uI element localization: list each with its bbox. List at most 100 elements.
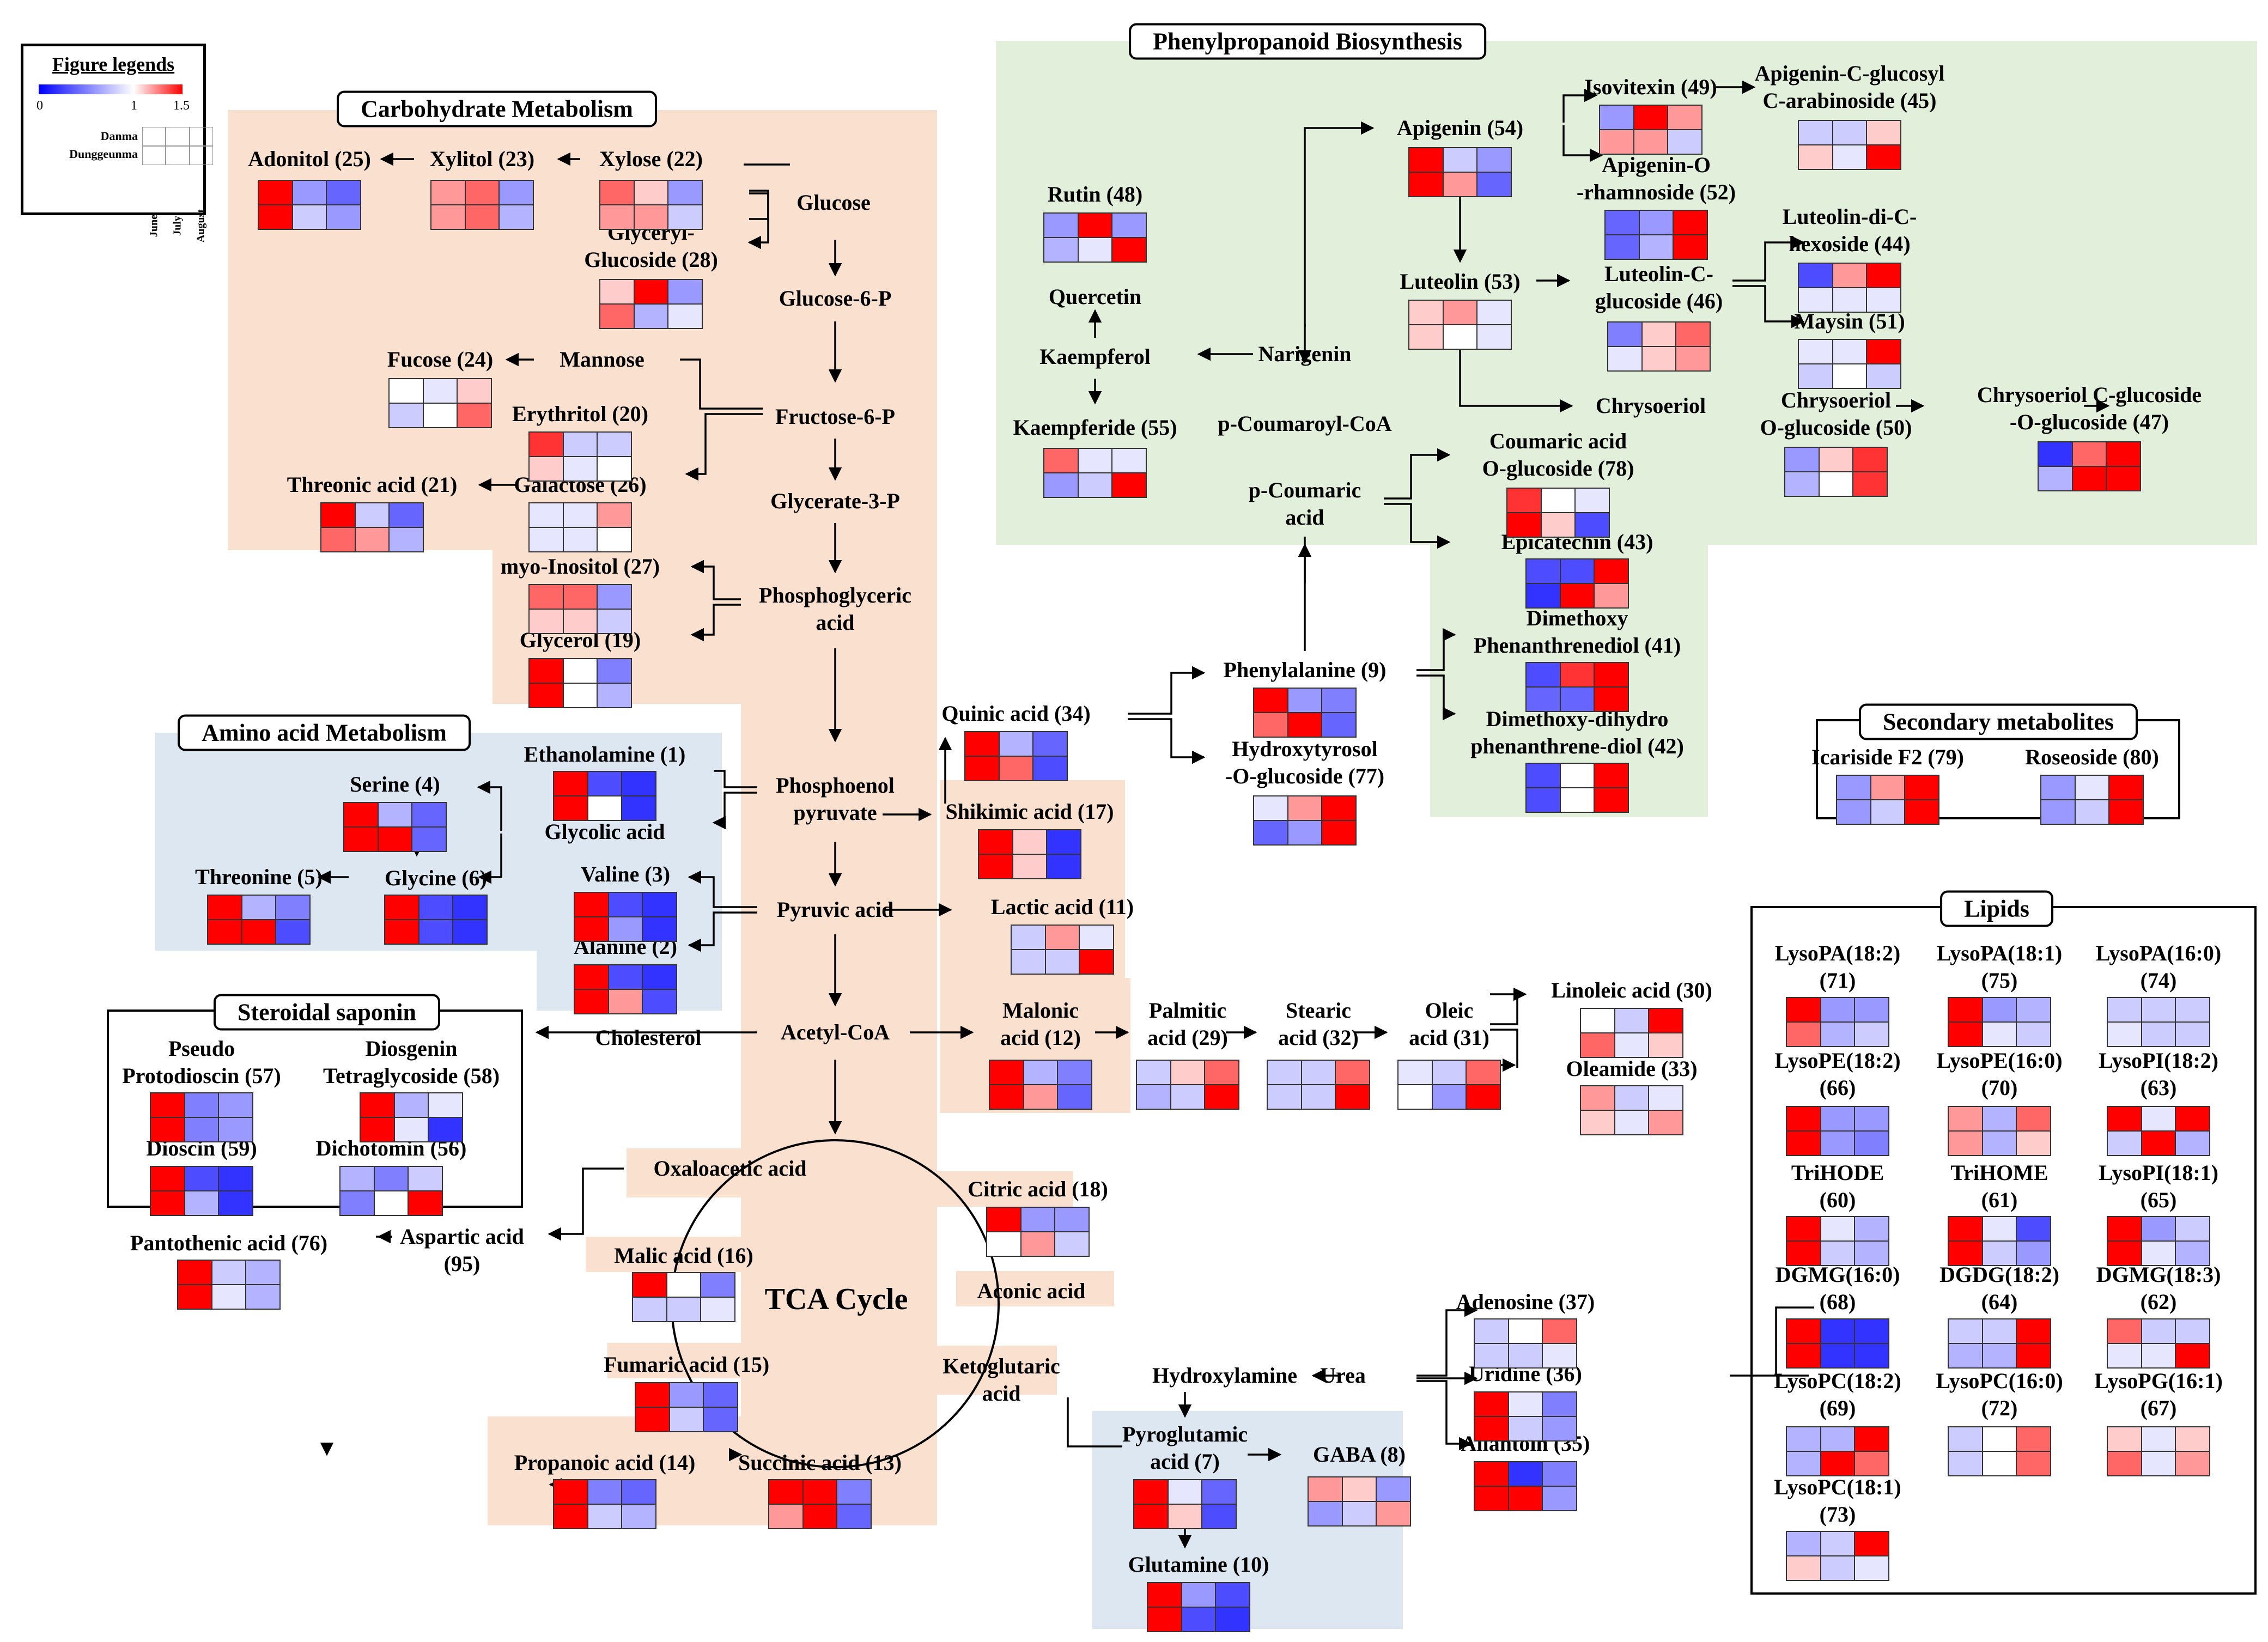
- heatmap-cell: [1855, 1532, 1888, 1555]
- heatmap-cell: [1821, 1344, 1854, 1367]
- heatmap-cell: [1595, 663, 1628, 686]
- heatmap-cell: [1254, 796, 1287, 820]
- heatmap-cell: [1855, 1344, 1888, 1367]
- heatmap-cell: [1821, 1532, 1854, 1555]
- heatmap-cell: [2017, 998, 2050, 1021]
- heatmap-dimethoxy: [1525, 662, 1629, 712]
- heatmap-cell: [1560, 688, 1594, 711]
- metabolite-label-icariside: Icariside F2 (79): [1811, 745, 1964, 769]
- heatmap-lysope160: [1948, 1106, 2051, 1156]
- heatmap-cell: [1833, 145, 1866, 169]
- heatmap-maysin: [1798, 339, 1901, 389]
- heatmap-cell: [431, 205, 465, 229]
- heatmap-cell: [1560, 584, 1594, 607]
- heatmap-cell: [1012, 926, 1045, 949]
- metabolite-label-chrysoeriol: Chrysoeriol: [1595, 393, 1706, 418]
- metabolite-label-pantothenic: Pantothenic acid (76): [130, 1231, 328, 1255]
- heatmap-cell: [259, 181, 292, 204]
- heatmap-cell: [1409, 148, 1443, 172]
- heatmap-cell: [563, 433, 597, 456]
- heatmap-cell: [600, 305, 634, 328]
- heatmap-cell: [1833, 288, 1866, 312]
- heatmap-lysopc182: [1786, 1426, 1889, 1476]
- heatmap-cell: [2176, 998, 2209, 1021]
- heatmap-cell: [1024, 1061, 1057, 1084]
- heatmap-cell: [208, 896, 241, 919]
- heatmap-cell: [1202, 1505, 1236, 1528]
- heatmap-cell: [1855, 1319, 1888, 1343]
- tca-cycle-label: TCA Cycle: [764, 1282, 908, 1316]
- heatmap-phenylalanine: [1253, 688, 1357, 738]
- heatmap-cell: [1134, 1505, 1168, 1528]
- metabolite-label-mannose: Mannose: [560, 347, 644, 372]
- heatmap-cell: [769, 1480, 802, 1504]
- heatmap-palmitic: [1136, 1060, 1239, 1110]
- heatmap-cell: [1527, 788, 1560, 812]
- heatmap-luteolin: [1408, 300, 1512, 350]
- heatmap-cell: [563, 528, 597, 551]
- heatmap-cell: [429, 1093, 462, 1117]
- heatmap-cell: [668, 305, 702, 328]
- heatmap-cell: [1983, 1319, 2016, 1343]
- heatmap-cell: [1409, 173, 1443, 196]
- heatmap-cell: [2017, 1344, 2050, 1367]
- heatmap-cell: [598, 585, 631, 609]
- metabolite-label-urea: Urea: [1320, 1363, 1366, 1388]
- heatmap-cell: [1833, 264, 1866, 287]
- heatmap-cell: [2075, 800, 2109, 824]
- heatmap-dgmg160: [1786, 1318, 1889, 1369]
- heatmap-cell: [1983, 1344, 2016, 1367]
- heatmap-cell: [1639, 235, 1673, 259]
- heatmap-cell: [2142, 998, 2175, 1021]
- heatmap-cell: [1302, 1061, 1335, 1084]
- heatmap-cell: [1134, 1480, 1168, 1504]
- heatmap-cell: [1268, 1085, 1301, 1109]
- heatmap-cell: [530, 684, 563, 707]
- heatmap-cell: [500, 181, 533, 204]
- heatmap-cell: [1855, 1107, 1888, 1130]
- heatmap-cell: [1833, 340, 1866, 363]
- heatmap-cell: [1983, 1023, 2016, 1046]
- heatmap-cell: [1799, 145, 1832, 169]
- heatmap-xylose: [599, 180, 703, 230]
- metabolite-label-propanoic: Propanoic acid (14): [514, 1450, 696, 1475]
- heatmap-cell: [563, 684, 597, 707]
- section-title-phenylpropanoid: Phenylpropanoid Biosynthesis: [1129, 23, 1486, 60]
- heatmap-cell: [276, 896, 309, 919]
- heatmap-cell: [1905, 800, 1938, 824]
- metabolite-label-lysopa182: LysoPA(18:2)(71): [1774, 941, 1901, 993]
- heatmap-cell: [1509, 1319, 1542, 1343]
- heatmap-gaba: [1308, 1476, 1411, 1527]
- heatmap-cell: [2017, 1427, 2050, 1451]
- metabolite-label-lysopc182: LysoPC(18:2)(69): [1774, 1369, 1901, 1420]
- heatmap-cell: [1058, 1085, 1091, 1109]
- heatmap-cell: [634, 280, 668, 303]
- heatmap-cell: [1322, 821, 1355, 844]
- heatmap-cell: [1606, 235, 1639, 259]
- heatmap-cell: [2142, 1132, 2175, 1155]
- heatmap-cell: [1853, 448, 1887, 471]
- heatmap-cell: [563, 610, 597, 633]
- heatmap-lysopa160: [2107, 997, 2210, 1047]
- heatmap-cell: [458, 404, 491, 427]
- heatmap-propanoic: [553, 1479, 656, 1529]
- heatmap-cell: [987, 1232, 1020, 1256]
- heatmap-cell: [575, 917, 608, 941]
- heatmap-cell: [1855, 1242, 1888, 1265]
- heatmap-linoleic: [1580, 1008, 1683, 1058]
- heatmap-cell: [2108, 1107, 2141, 1130]
- metabolite-label-myoinositol: myo-Inositol (27): [500, 554, 660, 579]
- heatmap-cell: [633, 1273, 666, 1297]
- heatmap-cell: [355, 528, 389, 551]
- metabolite-label-roseoside: Roseoside (80): [2025, 745, 2159, 769]
- heatmap-cell: [1949, 1452, 1982, 1475]
- heatmap-cell: [2142, 1427, 2175, 1451]
- heatmap-cell: [554, 1480, 587, 1504]
- heatmap-cell: [1787, 998, 1820, 1021]
- heatmap-cell: [1799, 364, 1832, 388]
- heatmap-cell: [1137, 1061, 1170, 1084]
- heatmap-cell: [2039, 467, 2072, 490]
- heatmap-cell: [1855, 1427, 1888, 1451]
- heatmap-cell: [2108, 1344, 2141, 1367]
